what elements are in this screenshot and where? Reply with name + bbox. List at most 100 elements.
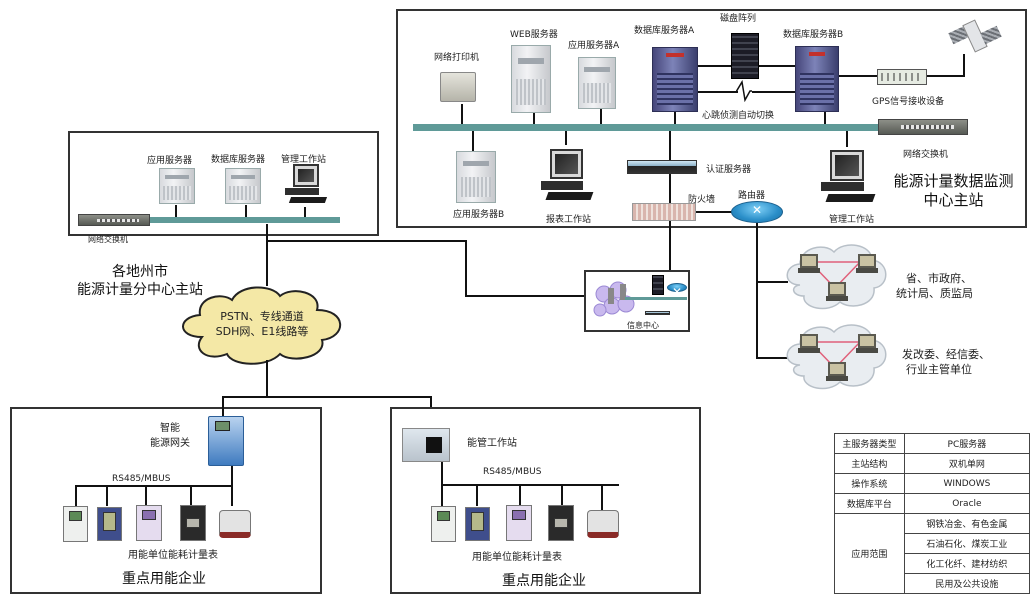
db-server-b-label: 数据库服务器B [783, 30, 844, 40]
branch-to-info-h2 [465, 295, 585, 297]
gov-cloud-2-text: 发改委、经信委、 行业主管单位 [902, 347, 990, 377]
right-meter-drop-3 [519, 484, 521, 506]
router-icon [731, 201, 783, 223]
gov-cloud-2-line2: 行业主管单位 [906, 363, 972, 376]
report-ws-drop [565, 131, 567, 145]
right-meter-drop-2 [476, 484, 478, 506]
center-title-line1: 能源计量数据监测 [893, 172, 1014, 190]
branch-trunk [266, 224, 268, 286]
branch-app-drop [175, 205, 177, 217]
disk-array-icon [731, 33, 759, 79]
spec-row: 主服务器类型 PC服务器 [834, 433, 1030, 454]
heartbeat-link-right [752, 91, 795, 93]
disk-array-label: 磁盘阵列 [720, 14, 757, 24]
app-server-b-icon [456, 151, 496, 203]
db-b-drop [824, 112, 826, 124]
energy-workstation-label: 能管工作站 [467, 438, 517, 449]
branch-mgmt-workstation-icon [283, 164, 331, 206]
satellite-icon [948, 15, 1002, 59]
heartbeat-zigzag-icon [736, 80, 752, 102]
app-server-a-icon [578, 57, 616, 109]
gps-label: GPS信号接收设备 [872, 97, 945, 107]
right-meter-2-icon [465, 507, 490, 541]
gov-cloud-2-laptop-c [826, 362, 848, 382]
right-bus-label: RS485/MBUS [483, 467, 542, 477]
left-meter-drop-3 [145, 485, 147, 506]
right-meter-1-icon [431, 506, 456, 542]
info-center-bus [625, 297, 687, 300]
gps-receiver-icon [877, 69, 927, 85]
branch-app-server-label: 应用服务器 [147, 156, 193, 166]
center-title-line2: 中心主站 [923, 191, 984, 209]
center-station-box [396, 9, 1027, 228]
right-meter-3-icon [506, 505, 532, 541]
auth-server-icon [627, 160, 697, 174]
network-cloud-line2: SDH网、E1线路等 [215, 325, 309, 338]
energy-gateway-icon [208, 416, 244, 466]
right-meter-5-icon [587, 510, 619, 538]
spec-scope-value: 民用及公共设施 [903, 573, 1030, 594]
gov-cloud-1-laptop-a [798, 254, 820, 274]
branch-db-server-icon [225, 168, 261, 204]
branch-db-drop [245, 205, 247, 217]
router-down-trunk [756, 223, 758, 358]
info-center-device-icon [645, 311, 670, 315]
network-cloud-text: PSTN、专线通道 SDH网、E1线路等 [200, 309, 324, 339]
spec-key: 操作系统 [834, 473, 905, 494]
left-bus-label: RS485/MBUS [112, 474, 171, 484]
spec-row: 民用及公共设施 [835, 573, 1030, 594]
left-meter-drop-2 [106, 485, 108, 506]
spec-row: 数据库平台 Oracle [834, 493, 1030, 514]
branch-station-title: 各地州市 能源计量分中心主站 [60, 263, 220, 299]
heartbeat-link-left [698, 91, 738, 93]
branch-db-server-label: 数据库服务器 [211, 155, 266, 165]
spec-scope-value: 钢铁冶金、有色金属 [903, 513, 1030, 534]
branch-switch-icon [78, 214, 150, 226]
branch-ws-drop [304, 207, 306, 217]
gateway-uplink [222, 396, 224, 416]
app-server-a-label: 应用服务器A [568, 41, 620, 51]
center-mgmt-ws-label: 管理工作站 [829, 215, 875, 225]
gov-cloud2-link [756, 357, 788, 359]
report-workstation-icon [538, 149, 598, 204]
gov-cloud-2-laptop-a [798, 334, 820, 354]
app-server-b-label: 应用服务器B [453, 210, 505, 220]
cloud-down-trunk [266, 360, 268, 398]
right-rs485-bus [441, 484, 619, 486]
gps-sat-link-v [963, 54, 965, 77]
branch-mgmt-ws-label: 管理工作站 [281, 155, 327, 165]
auth-server-label: 认证服务器 [706, 165, 752, 175]
gateway-label-line2: 能源网关 [150, 438, 190, 449]
printer-drop [461, 104, 463, 124]
spec-scope-value: 化工化纤、建材纺织 [903, 553, 1030, 574]
spec-row: 操作系统 WINDOWS [834, 473, 1030, 494]
gov-cloud-2-laptop-b [856, 334, 878, 354]
network-cloud-line1: PSTN、专线通道 [220, 310, 304, 323]
db-server-b-icon [795, 46, 839, 112]
firewall-label: 防火墙 [688, 195, 716, 205]
info-center-server-icon [652, 275, 664, 295]
branch-network-bus [150, 217, 340, 223]
printer-icon [440, 72, 476, 102]
branch-app-server-icon [159, 168, 195, 204]
info-center-label: 信息中心 [627, 321, 659, 330]
branch-switch-label: 网络交换机 [88, 235, 128, 244]
auth-firewall-trunk [669, 131, 671, 241]
left-enterprise-box [10, 407, 322, 594]
printer-label: 网络打印机 [434, 53, 480, 63]
db-a-drop [674, 112, 676, 124]
left-rs485-bus [75, 485, 233, 487]
left-meter-drop-1 [75, 485, 77, 506]
info-center-router-icon [667, 283, 687, 300]
branch-to-info-v [465, 240, 467, 296]
mgmt-ws-drop [846, 131, 848, 147]
energy-workstation-icon [402, 428, 450, 462]
branch-title-line1: 各地州市 [112, 264, 168, 280]
db-server-a-label: 数据库服务器A [634, 26, 695, 36]
spec-row: 主站结构 双机单网 [834, 453, 1030, 474]
gov-cloud-1-line2: 统计局、质监局 [896, 287, 973, 300]
heartbeat-label: 心跳侦测自动切换 [702, 111, 775, 121]
app-a-drop [600, 109, 602, 124]
report-ws-label: 报表工作站 [546, 215, 592, 225]
right-meter-drop-5 [601, 484, 603, 510]
